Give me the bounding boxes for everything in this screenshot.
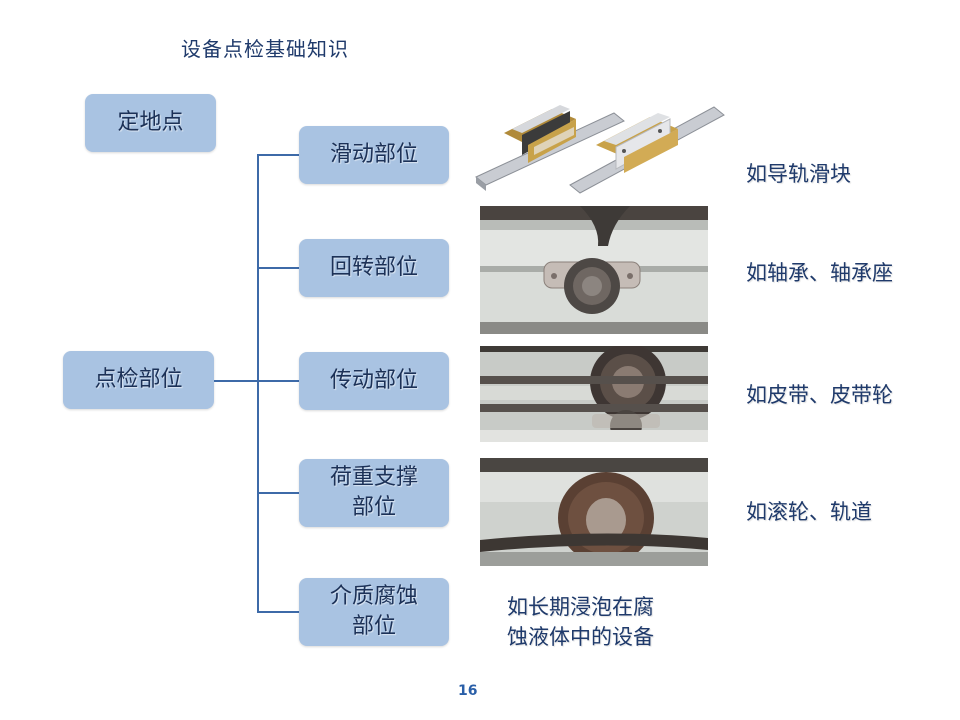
connector-branch-5	[257, 611, 299, 613]
corrosion-parts-box: 介质腐蚀 部位	[299, 578, 449, 646]
transmission-parts-label: 传动部位	[330, 366, 418, 396]
load-support-parts-label-line2: 部位	[330, 493, 418, 523]
inspection-parts-box: 点检部位	[63, 351, 214, 409]
slide-title: 设备点检基础知识	[181, 33, 349, 62]
rotating-parts-box: 回转部位	[299, 239, 449, 297]
connector-branch-2	[257, 267, 299, 269]
corrosion-parts-label-line1: 介质腐蚀	[330, 582, 418, 612]
page-number: 16	[458, 683, 477, 699]
connector-branch-4	[257, 492, 299, 494]
bearing-housing-photo	[480, 206, 708, 334]
transmission-parts-box: 传动部位	[299, 352, 449, 410]
load-support-parts-label-line1: 荷重支撑	[330, 463, 418, 493]
load-support-parts-box: 荷重支撑 部位	[299, 459, 449, 527]
sliding-parts-label: 滑动部位	[330, 140, 418, 170]
connector-branch-1	[257, 154, 299, 156]
fixed-location-box: 定地点	[85, 94, 216, 152]
rotating-parts-label: 回转部位	[330, 253, 418, 283]
connector-branch-3	[257, 380, 299, 382]
fixed-location-label: 定地点	[117, 108, 183, 138]
sliding-parts-caption: 如导轨滑块	[746, 158, 851, 188]
rotating-parts-caption: 如轴承、轴承座	[746, 257, 893, 287]
transmission-parts-caption: 如皮带、皮带轮	[746, 379, 893, 409]
sliding-parts-box: 滑动部位	[299, 126, 449, 184]
load-support-parts-caption: 如滚轮、轨道	[746, 496, 872, 526]
inspection-parts-label: 点检部位	[94, 365, 182, 395]
belt-pulley-photo	[480, 346, 708, 442]
connector-vertical	[257, 154, 259, 613]
corrosion-parts-caption-line2: 蚀液体中的设备	[507, 622, 654, 652]
corrosion-parts-label-line2: 部位	[330, 612, 418, 642]
corrosion-parts-caption-line1: 如长期浸泡在腐	[507, 592, 654, 622]
corrosion-parts-caption: 如长期浸泡在腐 蚀液体中的设备	[507, 592, 654, 652]
linear-guide-slider-photo	[474, 85, 726, 195]
connector-stem	[214, 380, 258, 382]
roller-track-photo	[480, 458, 708, 566]
